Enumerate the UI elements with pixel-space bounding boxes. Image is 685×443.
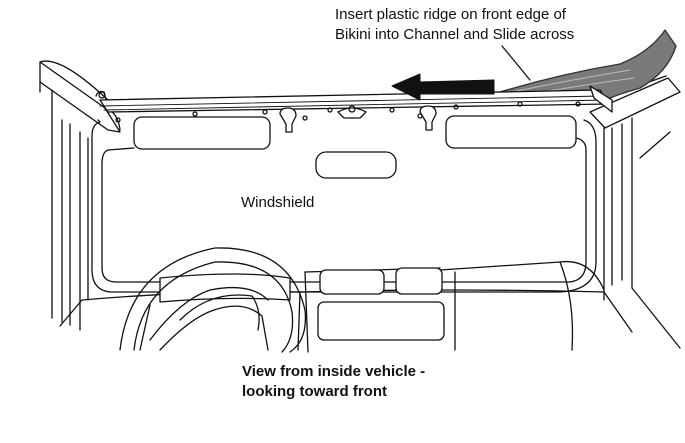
mirror-mount [337,105,367,119]
callout-line-1: Insert plastic ridge on front edge of [335,6,566,23]
bikini-top-fabric [499,29,677,105]
slide-direction-arrow [391,73,495,101]
left-a-pillar [39,60,121,331]
view-caption: View from inside vehicle - looking towar… [242,362,425,402]
dashboard [59,260,633,353]
caption-line-2: looking toward front [242,383,387,400]
dome-light [315,151,397,179]
callout-leader-line [501,45,531,81]
callout-line-2: Bikini into Channel and Slide across [335,26,575,43]
left-sun-visor [133,107,297,150]
steering-wheel [119,247,307,353]
caption-line-1: View from inside vehicle - [242,363,426,380]
windshield-label: Windshield [241,194,315,211]
instruction-callout: Insert plastic ridge on front edge of Bi… [335,5,574,45]
right-sun-visor [419,105,577,149]
right-a-pillar [589,75,681,349]
header-screws [115,101,581,123]
